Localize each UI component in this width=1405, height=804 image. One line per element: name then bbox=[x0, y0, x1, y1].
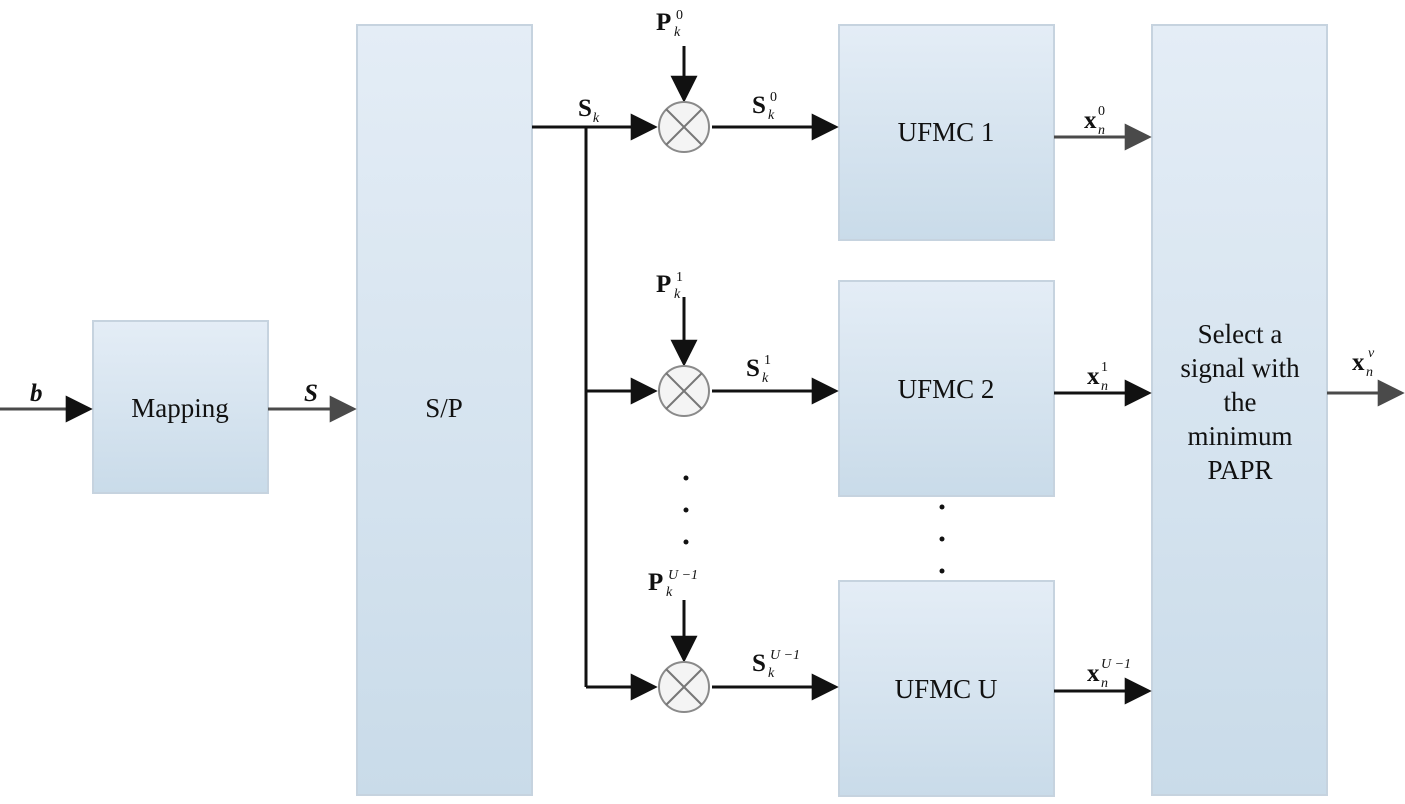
label-P1: P k 1 bbox=[656, 270, 683, 302]
select-line-1: Select a bbox=[1198, 319, 1283, 349]
multiplier-u bbox=[658, 661, 710, 713]
svg-text:k: k bbox=[674, 287, 681, 302]
svg-text:0: 0 bbox=[676, 8, 683, 23]
mapping-label: Mapping bbox=[131, 393, 229, 423]
svg-text:0: 0 bbox=[1098, 104, 1105, 119]
svg-text:x: x bbox=[1087, 660, 1100, 687]
svg-text:x: x bbox=[1084, 107, 1097, 134]
ufmcU-label: UFMC U bbox=[895, 674, 998, 704]
ufmc-ellipsis-dots bbox=[939, 504, 945, 574]
mapping-block: Mapping bbox=[92, 320, 269, 494]
label-S0: S k 0 bbox=[752, 90, 777, 123]
label-S: S bbox=[304, 380, 318, 407]
select-line-2: signal with bbox=[1180, 353, 1300, 383]
label-Sk: Sk bbox=[578, 95, 600, 126]
svg-text:k: k bbox=[768, 108, 775, 123]
svg-text:k: k bbox=[666, 585, 673, 600]
svg-text:1: 1 bbox=[1101, 360, 1108, 375]
label-SU: S k U −1 bbox=[752, 648, 800, 681]
select-line-4: minimum bbox=[1187, 421, 1292, 451]
svg-text:P: P bbox=[648, 569, 663, 596]
svg-text:U −1: U −1 bbox=[668, 568, 698, 583]
svg-text:n: n bbox=[1101, 379, 1108, 394]
svg-text:k: k bbox=[768, 666, 775, 681]
svg-text:k: k bbox=[762, 371, 769, 386]
label-xv: x n v bbox=[1352, 346, 1375, 380]
svg-text:n: n bbox=[1098, 123, 1105, 138]
svg-text:S: S bbox=[752, 92, 766, 119]
label-x0: x n 0 bbox=[1084, 104, 1105, 138]
svg-text:1: 1 bbox=[764, 353, 771, 368]
ufmc2-block: UFMC 2 bbox=[838, 280, 1055, 497]
select-line-5: PAPR bbox=[1207, 455, 1272, 485]
branch-ellipsis-dots bbox=[683, 475, 689, 545]
label-S1: S k 1 bbox=[746, 353, 771, 386]
select-block: Select a signal with the minimum PAPR bbox=[1151, 24, 1328, 796]
svg-text:0: 0 bbox=[770, 90, 777, 105]
svg-text:x: x bbox=[1087, 363, 1100, 390]
label-xU: x n U −1 bbox=[1087, 657, 1131, 691]
svg-text:S: S bbox=[752, 650, 766, 677]
multiplier-1 bbox=[658, 365, 710, 417]
sp-block: S/P bbox=[356, 24, 533, 796]
label-PU: P k U −1 bbox=[648, 568, 698, 600]
select-line-3: the bbox=[1224, 387, 1257, 417]
svg-text:k: k bbox=[674, 25, 681, 40]
svg-text:U −1: U −1 bbox=[770, 648, 800, 663]
svg-text:x: x bbox=[1352, 349, 1365, 376]
ufmcU-block: UFMC U bbox=[838, 580, 1055, 797]
multiplier-0 bbox=[658, 101, 710, 153]
ufmc1-block: UFMC 1 bbox=[838, 24, 1055, 241]
svg-text:S: S bbox=[746, 355, 760, 382]
sp-label: S/P bbox=[425, 393, 463, 423]
svg-text:U −1: U −1 bbox=[1101, 657, 1131, 672]
ufmc2-label: UFMC 2 bbox=[898, 374, 995, 404]
svg-text:1: 1 bbox=[676, 270, 683, 285]
svg-text:n: n bbox=[1101, 676, 1108, 691]
ufmc1-label: UFMC 1 bbox=[898, 117, 995, 147]
svg-text:n: n bbox=[1366, 365, 1373, 380]
label-P0: P k 0 bbox=[656, 8, 683, 40]
svg-text:P: P bbox=[656, 9, 671, 36]
svg-text:P: P bbox=[656, 271, 671, 298]
sp-output-bus bbox=[532, 125, 588, 687]
label-b: b bbox=[30, 380, 43, 407]
svg-text:v: v bbox=[1368, 346, 1375, 361]
label-x1: x n 1 bbox=[1087, 360, 1108, 394]
